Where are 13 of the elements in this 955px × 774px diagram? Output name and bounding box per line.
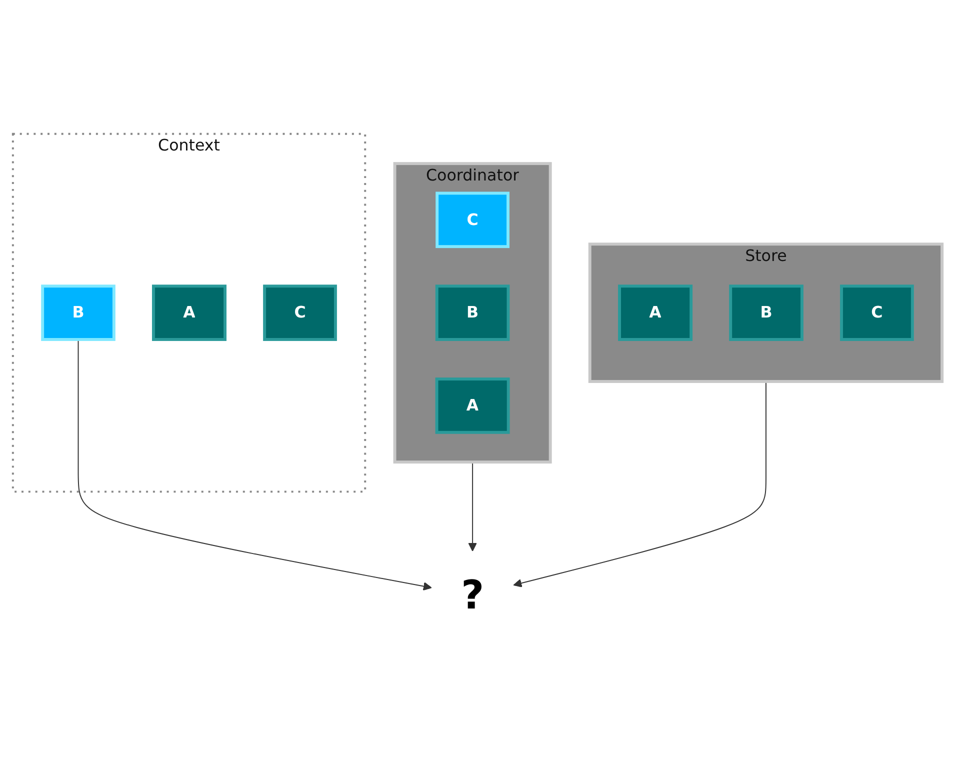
node-box: C: [840, 284, 914, 342]
arrow: [78, 339, 432, 591]
node-box: A: [152, 284, 226, 342]
node-box: B: [435, 284, 510, 342]
arrow: [468, 462, 477, 552]
node-box: B: [729, 284, 804, 342]
node-box: A: [618, 284, 693, 342]
node-box: B: [41, 284, 116, 342]
node-box: C: [436, 192, 510, 248]
arrow: [513, 381, 766, 588]
node-box: C: [263, 284, 337, 342]
node-text: ?: [461, 572, 484, 618]
node-box: A: [435, 378, 510, 434]
